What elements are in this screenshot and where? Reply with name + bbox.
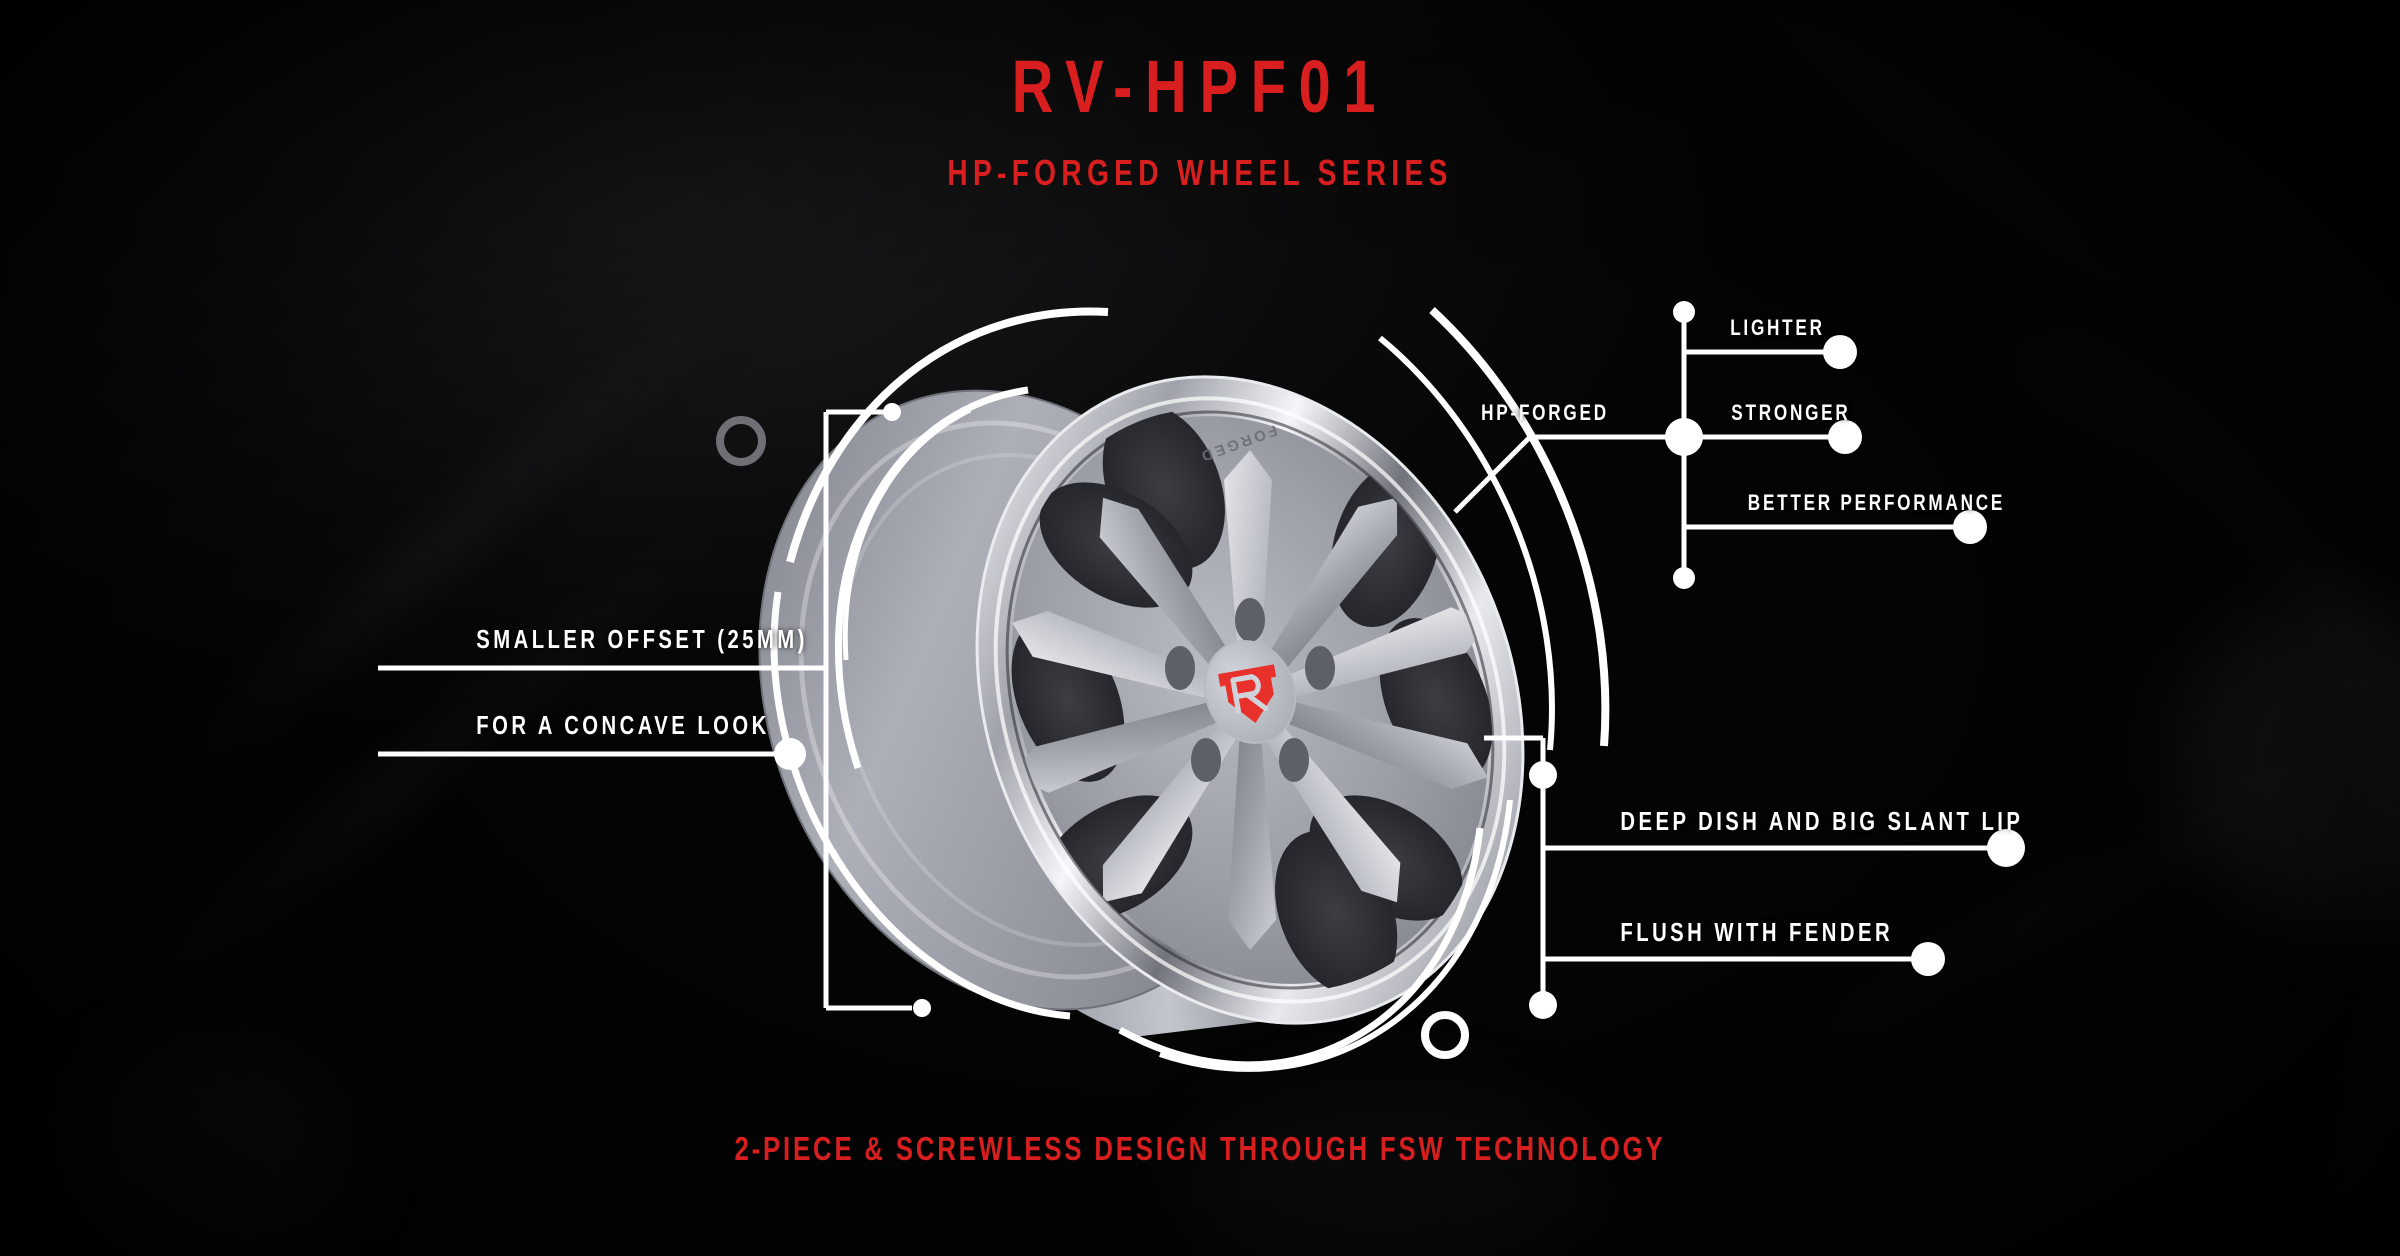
callout-bracket-right-top bbox=[1453, 312, 1970, 578]
wheel-lug-bolts bbox=[1165, 598, 1335, 782]
callout-label-flush-fender: FLUSH WITH FENDER bbox=[1620, 917, 1894, 947]
rv-shield-logo-icon bbox=[1218, 664, 1277, 724]
callout-label-better-performance: BETTER PERFORMANCE bbox=[1747, 490, 2006, 515]
wheel-product-image: FORGED bbox=[758, 307, 1610, 1072]
callout-label-concave-look: FOR A CONCAVE LOOK bbox=[476, 710, 770, 740]
ring-white-icon bbox=[1421, 1011, 1469, 1059]
wheel-center-cap bbox=[1203, 640, 1297, 744]
callout-label-stronger: STRONGER bbox=[1731, 400, 1851, 425]
ring-grey-icon bbox=[716, 416, 766, 466]
decorative-rings bbox=[716, 416, 1469, 1059]
wheel-highlight-arcs bbox=[770, 307, 1610, 1072]
callout-label-deep-dish: DEEP DISH AND BIG SLANT LIP bbox=[1620, 806, 2024, 836]
callout-label-hp-forged: HP-FORGED bbox=[1481, 400, 1609, 425]
callout-endpoint-dots bbox=[774, 301, 2025, 1019]
callout-bracket-left bbox=[378, 409, 912, 1011]
callout-label-smaller-offset: SMALLER OFFSET (25MM) bbox=[476, 624, 808, 654]
footer-caption: 2-PIECE & SCREWLESS DESIGN THROUGH FSW T… bbox=[734, 1130, 1666, 1167]
callout-label-lighter: LIGHTER bbox=[1730, 315, 1825, 340]
page-subtitle: HP-FORGED WHEEL SERIES bbox=[947, 152, 1453, 193]
page-title: RV-HPF01 bbox=[1011, 45, 1389, 128]
